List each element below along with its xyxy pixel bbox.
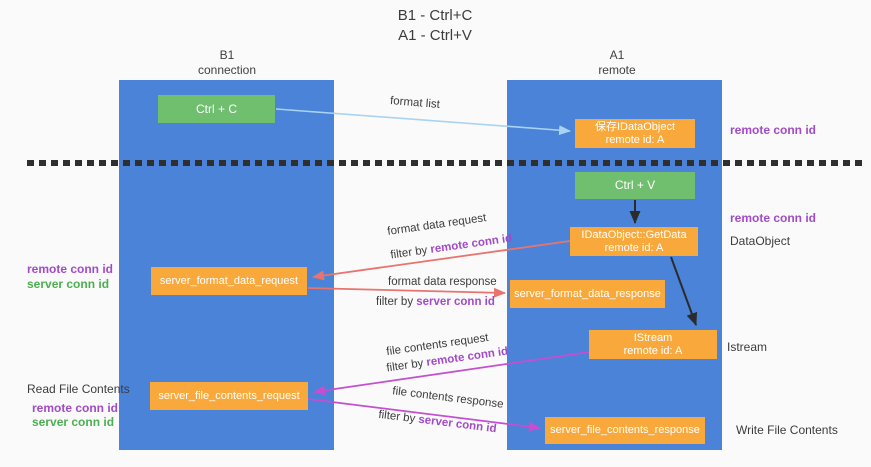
left-server-conn-id-1: server conn id [27, 277, 110, 291]
ctrl-v-node: Ctrl + V [575, 172, 695, 199]
diagram-title-line2: A1 - Ctrl+V [398, 27, 472, 44]
server-file-contents-request-node: server_file_contents_request [150, 382, 308, 410]
ctrl-c-label: Ctrl + C [195, 101, 237, 116]
label-filter-by-server-conn-id-2: filter by server conn id [378, 409, 497, 435]
right-remote-conn-id-1: remote conn id [730, 123, 817, 137]
save-dataobject-line1: 保存IDataObject [594, 120, 676, 133]
left-server-conn-id-2: server conn id [32, 415, 115, 429]
getdata-node: IDataObject::GetData remote id: A [570, 227, 698, 256]
remote-conn-id-text: remote conn id [429, 232, 513, 256]
phase-divider-dashed-line [27, 160, 862, 166]
right-istream-label: Istream [727, 340, 768, 354]
server-file-contents-response-label: server_file_contents_response [550, 424, 700, 436]
filter-by-text: filter by [389, 243, 432, 262]
ctrl-c-node: Ctrl + C [158, 95, 275, 123]
diagram-title-line1: B1 - Ctrl+C [397, 7, 473, 24]
getdata-line1: IDataObject::GetData [581, 228, 687, 241]
filter-by-text: filter by [376, 296, 417, 308]
filter-by-text: filter by [385, 356, 428, 375]
server-conn-id-text: server conn id [416, 296, 495, 308]
left-column-role: connection [197, 63, 257, 77]
arrow-format-data-response [307, 287, 506, 298]
label-format-data-request: format data request [386, 212, 488, 238]
left-column-header: B1 connection [167, 48, 287, 78]
save-dataobject-node: 保存IDataObject remote id: A [575, 119, 695, 148]
server-format-data-response-node: server_format_data_response [510, 280, 665, 308]
left-column-name: B1 [219, 48, 235, 62]
save-dataobject-line2: remote id: A [605, 133, 665, 146]
right-dataobject-label: DataObject [730, 234, 791, 248]
label-filter-by-remote-conn-id-1: filter by remote conn id [390, 233, 513, 262]
ctrl-v-label: Ctrl + V [614, 178, 656, 192]
left-read-file-contents: Read File Contents [27, 382, 130, 396]
label-file-contents-response: file contents response [391, 385, 505, 411]
server-format-data-response-label: server_format_data_response [514, 287, 661, 300]
right-write-file-contents: Write File Contents [736, 423, 838, 437]
istream-node: IStream remote id: A [589, 330, 717, 359]
left-remote-conn-id-1: remote conn id [27, 262, 114, 276]
right-column-header: A1 remote [557, 48, 677, 78]
server-format-data-request-label: server_format_data_request [159, 274, 299, 287]
right-column-role: remote [598, 63, 636, 77]
server-conn-id-text: server conn id [417, 413, 498, 436]
left-remote-conn-id-2: remote conn id [32, 401, 119, 415]
label-format-data-response: format data response [388, 276, 497, 288]
label-format-list: format list [389, 95, 441, 111]
istream-line2: remote id: A [623, 344, 683, 357]
diagram-title: B1 - Ctrl+C A1 - Ctrl+V [330, 6, 540, 46]
server-file-contents-response-node: server_file_contents_response [545, 417, 705, 444]
label-filter-by-server-conn-id-1: filter by server conn id [376, 296, 495, 308]
server-format-data-request-node: server_format_data_request [151, 267, 307, 295]
istream-line1: IStream [633, 331, 673, 344]
right-column-name: A1 [609, 48, 625, 62]
right-remote-conn-id-2: remote conn id [730, 211, 817, 225]
filter-by-text: filter by [377, 408, 420, 426]
getdata-line2: remote id: A [604, 241, 664, 254]
server-file-contents-request-label: server_file_contents_request [158, 389, 300, 402]
